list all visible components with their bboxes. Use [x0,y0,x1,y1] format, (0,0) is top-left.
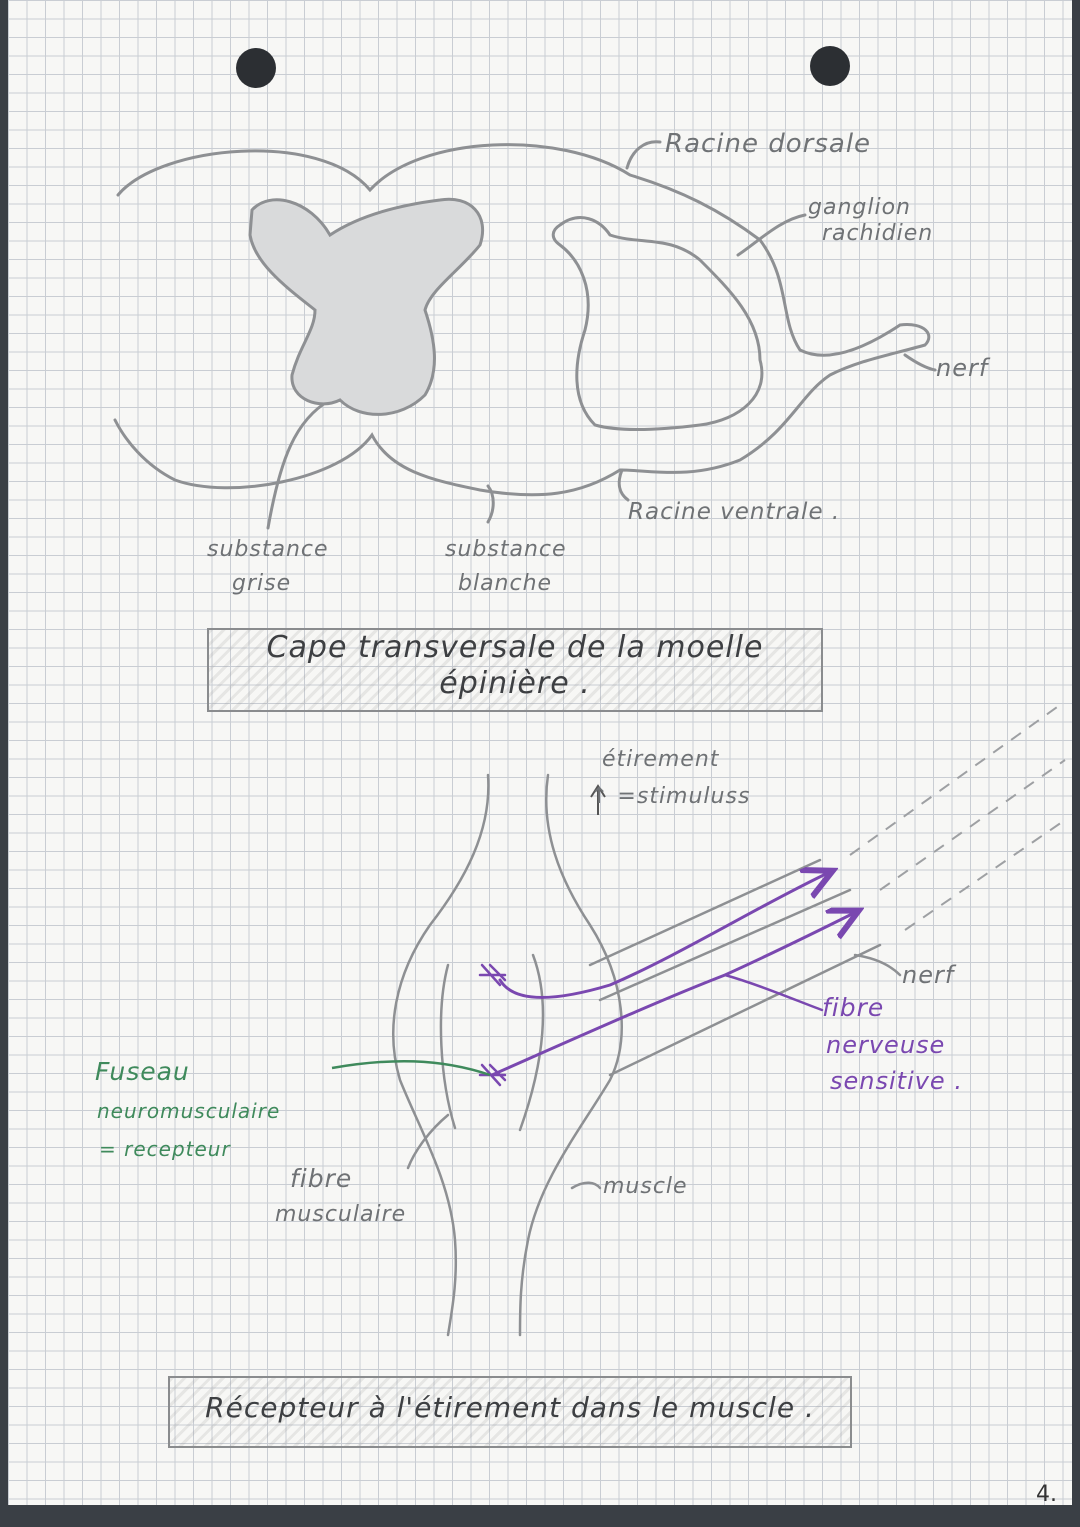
nerve-dashes [849,704,1066,931]
muscle-outline-left [392,773,490,1337]
receptor-coil-upper [478,963,507,987]
substance-blanche-leader [486,484,495,524]
sensory-fibers [478,872,856,1087]
label-substance-grise-2: grise [232,571,292,596]
label-fuseau-3: = recepteur [99,1137,231,1161]
ganglion-leader [736,213,807,257]
nerf-leader-2 [853,953,902,977]
label-substance-grise-1: substance [207,537,329,562]
nerve-edge-3 [608,943,882,1077]
fibre-musculaire-leader [406,1113,450,1170]
label-substance-blanche-2: blanche [458,571,553,596]
label-racine-dorsale: Racine dorsale [665,129,872,159]
grey-matter [248,197,485,416]
label-etirement: étirement [602,747,720,772]
muscle-fiber-right [518,953,545,1132]
label-fuseau-1: Fuseau [95,1057,190,1086]
spinal-cord-outline [113,143,931,497]
label-nerf-2: nerf [902,961,955,989]
nerf-leader [903,353,937,372]
substance-grise-leader [266,398,332,530]
caption-1-line1: Cape transversale de la moelle [266,630,764,665]
fibre-nerveuse-leader [723,973,824,1012]
punch-hole-left [236,48,276,88]
label-fibre-nerveuse-2: nerveuse [826,1031,946,1059]
nerve-edge-2 [598,888,852,1002]
receptor-coil-lower [478,1063,507,1087]
label-fuseau-2: neuromusculaire [97,1099,281,1123]
sensory-fiber-lower [490,912,856,1077]
label-muscle: muscle [603,1174,688,1199]
nerve-edge-1 [588,858,822,967]
label-stimulus: ↑ =stimuluss [590,784,751,809]
caption-2-text: Récepteur à l'étirement dans le muscle . [205,1391,815,1424]
racine-ventrale-leader [617,468,630,502]
label-fibre-nerveuse-3: sensitive . [830,1067,963,1095]
label-nerf-1: nerf [936,354,989,382]
label-ganglion-1: ganglion [808,195,911,220]
racine-dorsale-leader [625,140,662,170]
muscle-outline-right [518,773,623,1337]
label-substance-blanche-1: substance [445,537,567,562]
label-ganglion-2: rachidien [822,221,934,246]
spinal-cord-section [113,140,937,530]
caption-box-2: Récepteur à l'étirement dans le muscle . [168,1376,852,1448]
muscle-fiber-left [439,963,457,1130]
ganglion-loop [551,216,764,432]
label-fibre-nerveuse-1: fibre [822,993,885,1022]
muscle-leader [570,1181,602,1190]
caption-1-line2: épinière . [439,666,591,701]
label-fibre-musculaire-2: musculaire [275,1202,407,1227]
caption-box-1: Cape transversale de la moelle épinière … [207,628,823,712]
sensory-fiber-upper [498,872,830,999]
page-number: 4. [1036,1482,1057,1507]
notebook-page [8,0,1072,1505]
fuseau-leader [331,1059,491,1077]
stimulus-arrow [590,784,606,815]
label-fibre-musculaire-1: fibre [290,1164,353,1193]
punch-hole-right [810,46,850,86]
label-racine-ventrale: Racine ventrale . [628,499,841,525]
muscle-drawing [392,773,902,1337]
